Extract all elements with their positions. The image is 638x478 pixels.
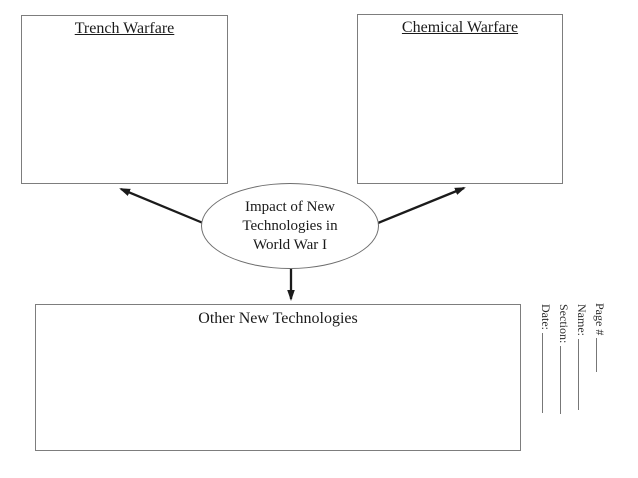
trench-warfare-title: Trench Warfare [74,20,175,37]
arrow-to-chemical-box [377,186,466,225]
center-topic-line-3: World War I [253,236,327,253]
page-number-label: Page # [593,303,607,336]
date-blank-line [542,333,555,413]
other-technologies-title: Other New Technologies [198,310,358,327]
chemical-warfare-title: Chemical Warfare [401,19,519,36]
name-label: Name: [575,304,589,336]
name-blank-line [578,339,591,410]
section-field: Section: [556,304,573,415]
trench-warfare-box: Trench Warfare [21,15,228,184]
section-blank-line [560,346,573,415]
section-label: Section: [557,304,571,344]
page-number-blank-line [596,338,609,373]
date-field: Date: [538,304,555,413]
center-topic-line-1: Impact of New [245,198,335,215]
center-topic-ellipse: Impact of New Technologies in World War … [201,183,379,269]
center-topic-line-2: Technologies in [242,217,338,234]
chemical-warfare-box: Chemical Warfare [357,14,563,184]
date-label: Date: [539,304,553,330]
other-technologies-box: Other New Technologies [35,304,521,451]
page-number-field: Page # [592,303,609,373]
name-field: Name: [574,304,591,410]
arrow-to-trench-box [119,187,204,225]
